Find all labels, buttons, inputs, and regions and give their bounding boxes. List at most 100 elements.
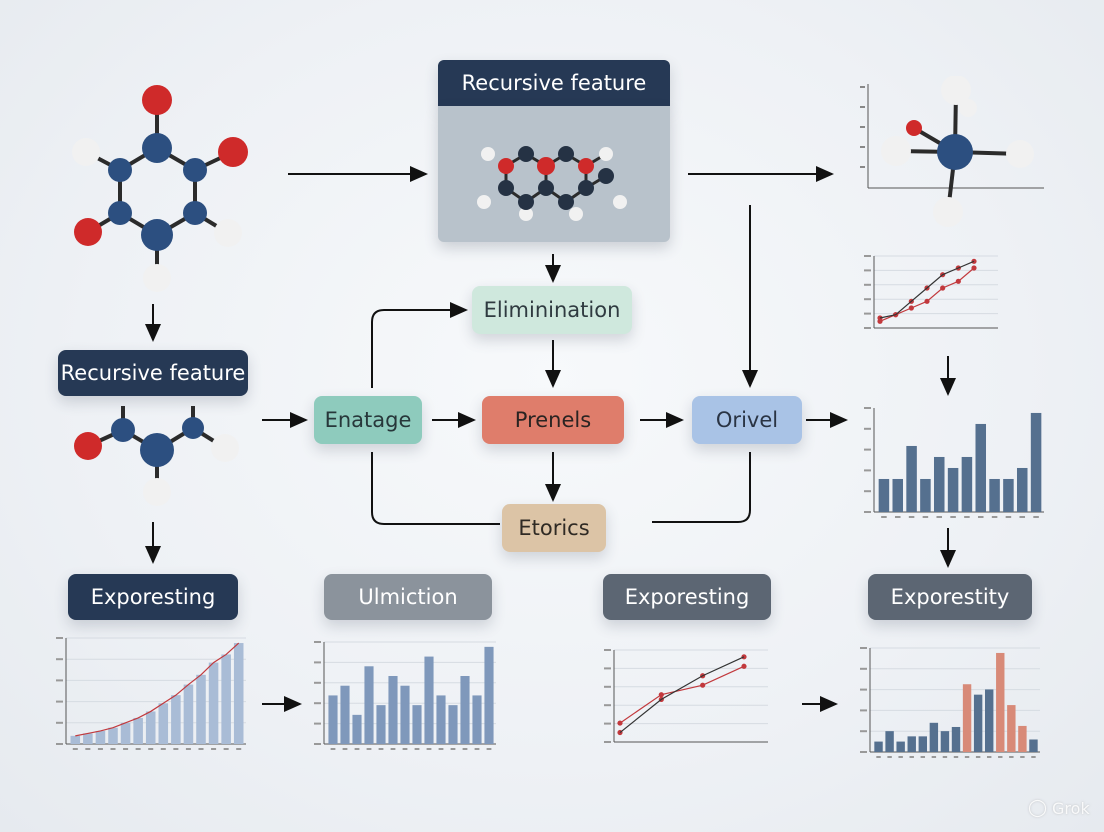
bar (896, 741, 905, 752)
y-tick (56, 700, 63, 703)
y-tick (314, 743, 321, 745)
x-tick (450, 748, 456, 750)
node-exporesting-1[interactable]: Exporesting (68, 574, 238, 620)
bar (364, 666, 374, 744)
x-tick (1019, 516, 1026, 518)
node-prenels[interactable]: Prenels (482, 396, 624, 444)
x-tick (354, 748, 360, 750)
bar (1030, 412, 1042, 512)
bar (352, 714, 362, 744)
x-tick (953, 756, 959, 758)
bar-chart-bottom-right (860, 647, 1040, 758)
arrow-loop-to-elim (371, 302, 468, 388)
bar (962, 684, 972, 752)
node-orivel[interactable]: Orivel (692, 396, 802, 444)
bar-chart-bottom-left (56, 637, 246, 750)
x-tick (426, 748, 432, 750)
x-tick (414, 748, 420, 750)
x-tick (942, 756, 948, 758)
bar (171, 695, 181, 744)
bar (906, 445, 917, 512)
bar (989, 478, 1000, 512)
y-tick (864, 269, 871, 272)
x-tick (1005, 516, 1012, 518)
x-tick (402, 748, 408, 750)
y-tick (314, 641, 321, 643)
bar (996, 652, 1005, 752)
x-tick (486, 748, 492, 750)
x-tick (173, 748, 179, 750)
node-exporesting-2[interactable]: Exporesting (603, 574, 771, 620)
line-enatage-to-etorics (371, 452, 500, 525)
node-recursive-feature-top[interactable]: Recursive feature (438, 60, 670, 106)
bar-chart-right (864, 407, 1044, 518)
x-tick (123, 748, 129, 750)
bar (973, 694, 983, 752)
y-tick (604, 704, 611, 707)
y-tick (864, 327, 871, 329)
x-tick (211, 748, 217, 750)
grok-logo-icon: ◯ (1028, 798, 1048, 818)
y-tick (860, 647, 867, 649)
y-tick (864, 427, 871, 430)
bar (484, 646, 494, 744)
x-tick (1031, 756, 1036, 758)
molecule-chain-icon (477, 146, 627, 221)
data-point (971, 258, 977, 264)
y-tick (604, 741, 611, 743)
y-tick (860, 667, 867, 670)
molecule-panel (438, 106, 670, 242)
x-tick (964, 756, 970, 758)
bar (412, 705, 422, 744)
x-tick (986, 756, 992, 758)
y-tick (860, 709, 867, 712)
y-tick (864, 312, 871, 315)
node-etorics[interactable]: Etorics (502, 504, 606, 552)
bar (133, 717, 143, 744)
x-tick (1020, 756, 1025, 758)
bar (400, 685, 410, 744)
bar (885, 731, 894, 752)
node-elimination[interactable]: Eliminination (472, 286, 632, 334)
bar (920, 478, 931, 512)
x-tick (881, 516, 887, 518)
x-tick (148, 748, 154, 750)
node-exporestity[interactable]: Exporestity (868, 574, 1032, 620)
bar (95, 730, 106, 744)
bar (1029, 739, 1038, 752)
bar (340, 685, 350, 744)
y-tick (56, 743, 63, 745)
series-line (619, 665, 745, 724)
y-tick (314, 702, 321, 705)
bar (158, 703, 169, 744)
trend-line (75, 642, 240, 737)
bar (120, 722, 131, 744)
bar (460, 676, 470, 744)
node-ulmiction[interactable]: Ulmiction (324, 574, 492, 620)
y-tick (864, 255, 871, 257)
y-tick (56, 721, 63, 724)
y-tick (604, 667, 611, 670)
x-tick (474, 748, 480, 750)
node-enatage[interactable]: Enatage (314, 396, 422, 444)
bar (233, 643, 244, 744)
y-tick (864, 283, 871, 286)
y-tick (604, 649, 611, 651)
bar (947, 467, 959, 512)
x-tick (898, 756, 903, 758)
bar (376, 705, 386, 744)
bar (1007, 705, 1016, 752)
line-chart-bottom (604, 649, 768, 743)
x-tick (920, 756, 926, 758)
y-tick (604, 722, 611, 725)
line-orivel-to-etorics (652, 452, 751, 523)
node-recursive-feature-left[interactable]: Recursive feature (58, 350, 248, 396)
y-tick (864, 298, 871, 301)
x-tick (931, 756, 937, 758)
bar (933, 456, 945, 512)
bar (183, 684, 194, 744)
x-tick (72, 748, 78, 750)
bar (436, 695, 446, 744)
bar (70, 735, 81, 744)
x-tick (330, 748, 336, 750)
